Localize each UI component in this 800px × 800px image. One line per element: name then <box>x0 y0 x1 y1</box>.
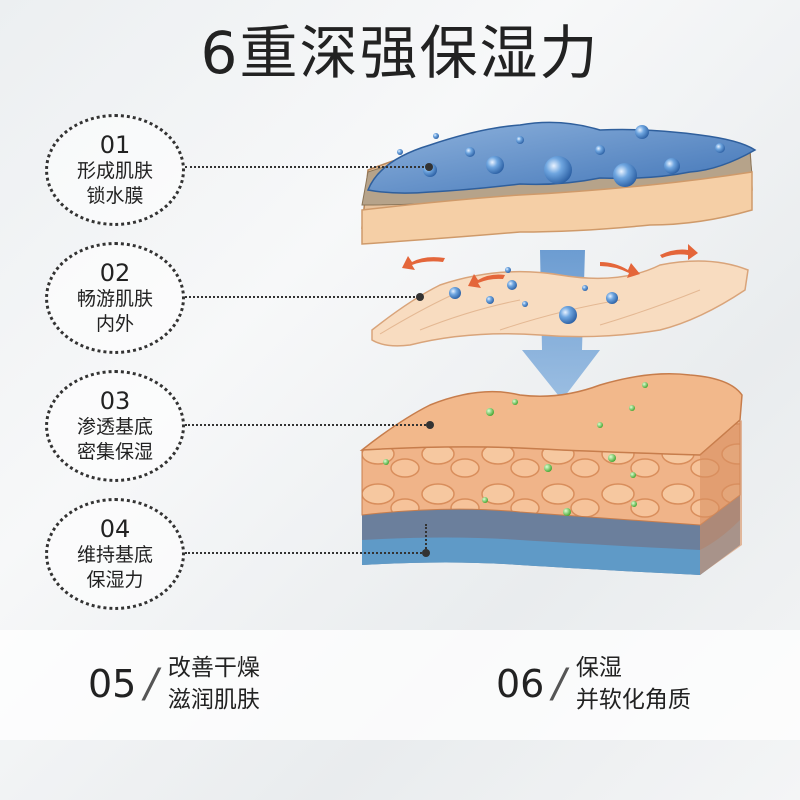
leader-dot <box>422 549 430 557</box>
water-film-layer <box>361 121 757 245</box>
dermis-block <box>359 373 743 575</box>
callout-text-line2: 锁水膜 <box>86 185 144 207</box>
callout-01-leader <box>185 163 433 171</box>
footer-text: 改善干燥 滋润肌肤 <box>168 652 260 716</box>
leader-dot <box>425 163 433 171</box>
footer-slash: / <box>552 661 566 707</box>
footer-item-06: 06 / 保湿 并软化角质 <box>496 652 691 716</box>
footer-number: 05 <box>88 662 137 706</box>
callout-number: 02 <box>99 259 131 287</box>
callout-04: 04 维持基底 保湿力 <box>45 498 185 610</box>
flow-arrows <box>402 244 698 288</box>
callout-text-line1: 畅游肌肤 <box>76 288 153 310</box>
callout-04-leader <box>185 549 430 557</box>
footer-text: 保湿 并软化角质 <box>576 652 691 716</box>
callout-text-line1: 形成肌肤 <box>76 160 153 182</box>
middle-skin-layer <box>371 260 749 347</box>
footer-text-line1: 保湿 <box>575 655 622 681</box>
footer-item-05: 05 / 改善干燥 滋润肌肤 <box>88 652 260 716</box>
footer-text-line2: 并软化角质 <box>575 687 691 713</box>
callout-04-leader-vertical <box>425 524 427 552</box>
callout-number: 01 <box>99 131 131 159</box>
callout-text-line2: 密集保湿 <box>76 441 153 463</box>
footer-text-line1: 改善干燥 <box>167 655 260 681</box>
footer-text-line2: 滋润肌肤 <box>167 687 260 713</box>
callout-03: 03 渗透基底 密集保湿 <box>45 370 185 482</box>
callout-number: 03 <box>99 387 131 415</box>
callout-text-line1: 渗透基底 <box>76 416 153 438</box>
callout-02-leader <box>185 293 424 301</box>
callout-text-line2: 内外 <box>95 313 134 335</box>
callout-02: 02 畅游肌肤 内外 <box>45 242 185 354</box>
footer-number: 06 <box>496 662 545 706</box>
leader-dot <box>416 293 424 301</box>
callout-text-line2: 保湿力 <box>86 569 144 591</box>
callout-text-line1: 维持基底 <box>76 544 153 566</box>
leader-dot <box>426 421 434 429</box>
callout-03-leader <box>185 421 434 429</box>
page-title: 6重深强保湿力 <box>200 19 600 87</box>
footer-slash: / <box>144 661 158 707</box>
callout-number: 04 <box>99 515 131 543</box>
callout-01: 01 形成肌肤 锁水膜 <box>45 114 185 226</box>
footer-panel: 05 / 改善干燥 滋润肌肤 06 / 保湿 并软化角质 <box>0 630 800 740</box>
